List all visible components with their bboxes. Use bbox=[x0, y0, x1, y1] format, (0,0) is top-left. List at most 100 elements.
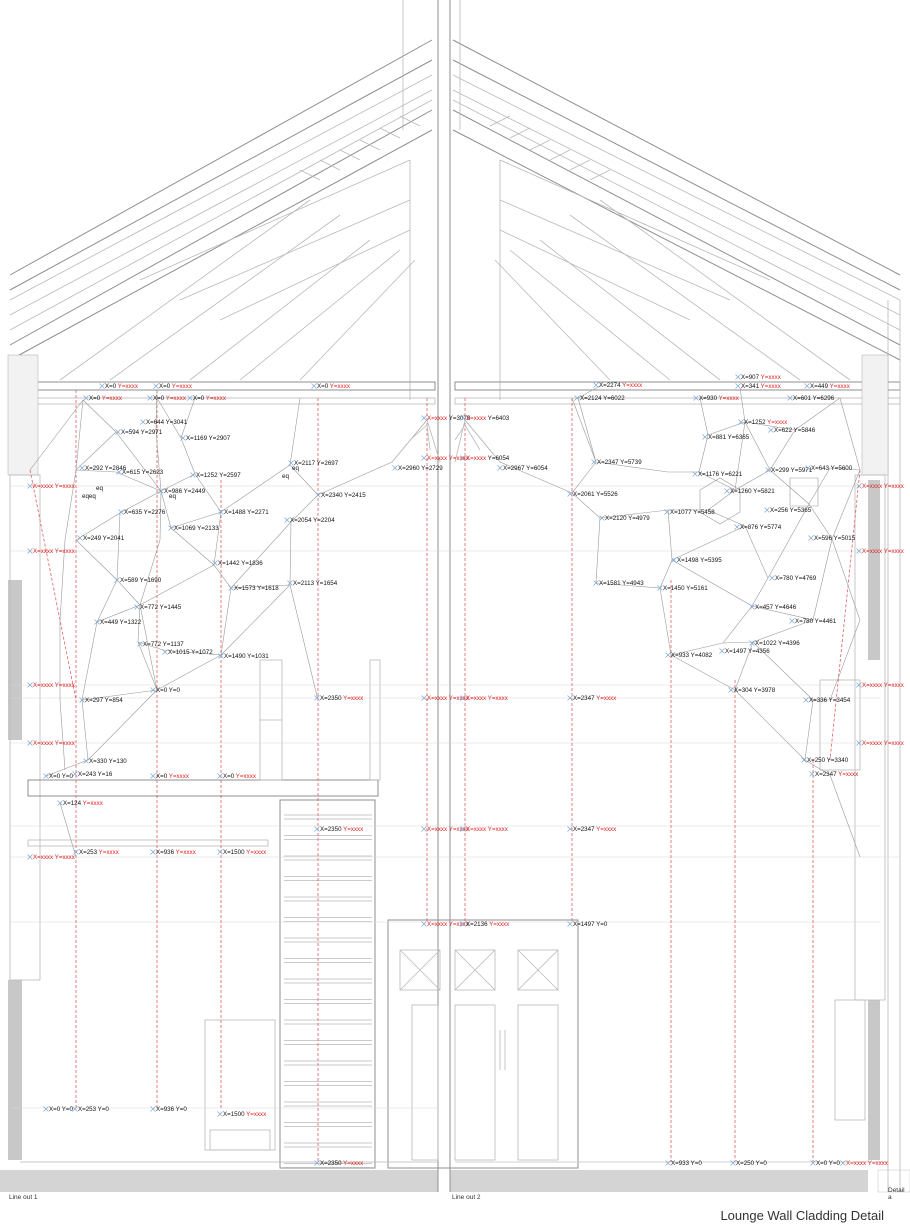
setting-out-point: X=2113 Y=1654 bbox=[287, 580, 338, 587]
point-label: X=2136 Y=xxxx bbox=[466, 921, 510, 928]
point-marker bbox=[671, 557, 677, 563]
point-label: X=589 Y=1690 bbox=[120, 577, 162, 584]
point-label: X=615 Y=2623 bbox=[122, 469, 164, 476]
point-marker bbox=[284, 517, 290, 523]
setting-out-point: X=2347 Y=xxxx bbox=[567, 826, 617, 833]
point-marker bbox=[392, 465, 398, 471]
setting-out-point: X=936 Y=0 bbox=[150, 1106, 187, 1113]
setting-out-point: X=243 Y=16 bbox=[72, 771, 113, 778]
point-label: X=1442 Y=1836 bbox=[218, 560, 263, 567]
point-marker bbox=[421, 921, 427, 927]
point-label: X=2347 Y=xxxx bbox=[815, 771, 859, 778]
setting-out-point: X=772 Y=1137 bbox=[137, 641, 184, 648]
setting-out-point: X=0 Y=0 bbox=[810, 1160, 841, 1167]
point-label: X=292 Y=2846 bbox=[85, 465, 127, 472]
setting-out-point: X=1442 Y=1836 bbox=[212, 560, 263, 567]
setting-out-point: X=449 Y=1322 bbox=[94, 619, 142, 626]
setting-out-point: X=0 Y=0 bbox=[43, 1106, 74, 1113]
point-label: X=2350 Y=xxxx bbox=[320, 695, 364, 702]
point-label: X=933 Y=4082 bbox=[671, 652, 713, 659]
setting-out-point: X=336 Y=3454 bbox=[803, 697, 851, 704]
point-marker bbox=[664, 509, 670, 515]
point-marker bbox=[190, 472, 196, 478]
point-marker bbox=[168, 525, 174, 531]
point-marker bbox=[158, 488, 164, 494]
setting-out-point: X=0 Y=xxxx bbox=[83, 395, 123, 402]
point-label: X=0 Y=0 bbox=[156, 687, 181, 694]
setting-out-point: X=780 Y=4461 bbox=[789, 618, 837, 625]
setting-out-point: X=1169 Y=2907 bbox=[180, 435, 231, 442]
setting-out-point: X=297 Y=854 bbox=[79, 697, 123, 704]
setting-out-point: X=299 Y=5971 bbox=[765, 467, 813, 474]
point-marker bbox=[840, 1160, 846, 1166]
point-marker bbox=[115, 429, 121, 435]
setting-out-point: X=0 Y=xxxx bbox=[217, 773, 257, 780]
point-marker bbox=[314, 826, 320, 832]
point-label: X=1500 Y=xxxx bbox=[223, 1111, 267, 1118]
setting-out-point: X=0 Y=xxxx bbox=[311, 383, 351, 390]
point-marker bbox=[497, 465, 503, 471]
point-label: X=xxxx Y=xxxx bbox=[33, 548, 76, 555]
point-label: X=243 Y=16 bbox=[78, 771, 113, 778]
point-marker bbox=[94, 619, 100, 625]
point-label: X=930 Y=xxxx bbox=[699, 395, 740, 402]
point-label: X=643 Y=5600 bbox=[811, 465, 853, 472]
point-marker bbox=[856, 548, 862, 554]
point-marker bbox=[212, 560, 218, 566]
point-marker bbox=[460, 415, 466, 421]
point-marker bbox=[738, 419, 744, 425]
point-label: X=xxxx Y=xxxx bbox=[846, 1160, 889, 1167]
point-marker bbox=[808, 535, 814, 541]
point-marker bbox=[83, 395, 89, 401]
point-label: X=253 Y=xxxx bbox=[79, 849, 120, 856]
setting-out-point: X=xxxx Y=xxxx bbox=[27, 740, 76, 747]
point-marker bbox=[593, 382, 599, 388]
point-label: X=xxxx Y=xxxx bbox=[427, 455, 470, 462]
setting-out-point: X=250 Y=3340 bbox=[801, 757, 849, 764]
point-marker bbox=[43, 773, 49, 779]
point-label: X=0 Y=0 bbox=[49, 1106, 74, 1113]
setting-out-point: X=1490 Y=1031 bbox=[218, 653, 269, 660]
panel-frames bbox=[0, 0, 910, 1193]
point-marker bbox=[734, 524, 740, 530]
point-marker bbox=[567, 921, 573, 927]
point-label: X=250 Y=3340 bbox=[807, 757, 849, 764]
point-marker bbox=[150, 687, 156, 693]
point-marker bbox=[287, 580, 293, 586]
setting-out-point: X=643 Y=5600 bbox=[805, 465, 853, 472]
setting-out-point: X=xxxx Y=xxxx bbox=[460, 826, 509, 833]
setting-out-point: X=304 Y=3978 bbox=[728, 687, 776, 694]
point-label: X=601 Y=6296 bbox=[793, 395, 835, 402]
point-label: X=0 Y=xxxx bbox=[156, 773, 190, 780]
point-label: X=0 Y=xxxx bbox=[105, 383, 139, 390]
point-label: X=xxxx Y=xxxx bbox=[33, 682, 76, 689]
setting-out-point: X=2136 Y=xxxx bbox=[460, 921, 510, 928]
setting-out-point: X=xxxx Y=xxxx bbox=[27, 548, 76, 555]
point-label: X=2274 Y=xxxx bbox=[599, 382, 643, 389]
setting-out-point: X=907 Y=xxxx bbox=[735, 374, 782, 381]
point-marker bbox=[218, 653, 224, 659]
point-label: X=xxxx Y=6054 bbox=[466, 455, 510, 462]
point-label: X=2350 Y=xxxx bbox=[320, 1160, 364, 1167]
point-marker bbox=[27, 740, 33, 746]
point-label: X=1450 Y=5161 bbox=[663, 585, 708, 592]
setting-out-point: X=0 Y=xxxx bbox=[153, 383, 193, 390]
point-label: X=907 Y=xxxx bbox=[741, 374, 782, 381]
point-marker bbox=[421, 415, 427, 421]
point-label: X=0 Y=xxxx bbox=[317, 383, 351, 390]
point-marker bbox=[764, 507, 770, 513]
point-label: X=xxxx Y=xxxx bbox=[427, 695, 470, 702]
point-marker bbox=[567, 695, 573, 701]
setting-out-point: X=0 Y=xxxx bbox=[147, 395, 187, 402]
point-marker bbox=[150, 773, 156, 779]
point-label: X=449 Y=xxxx bbox=[810, 383, 851, 390]
point-marker bbox=[27, 854, 33, 860]
setting-out-point: X=xxxx Y=3078 bbox=[421, 415, 471, 422]
setting-out-point: X=1497 Y=4356 bbox=[719, 648, 770, 655]
point-label: X=1497 Y=4356 bbox=[725, 648, 770, 655]
setting-out-point: X=772 Y=1445 bbox=[134, 604, 182, 611]
setting-out-point: X=1252 Y=2597 bbox=[190, 472, 241, 479]
setting-out-point: X=2350 Y=xxxx bbox=[314, 826, 364, 833]
setting-out-point: X=2120 Y=4979 bbox=[599, 515, 650, 522]
